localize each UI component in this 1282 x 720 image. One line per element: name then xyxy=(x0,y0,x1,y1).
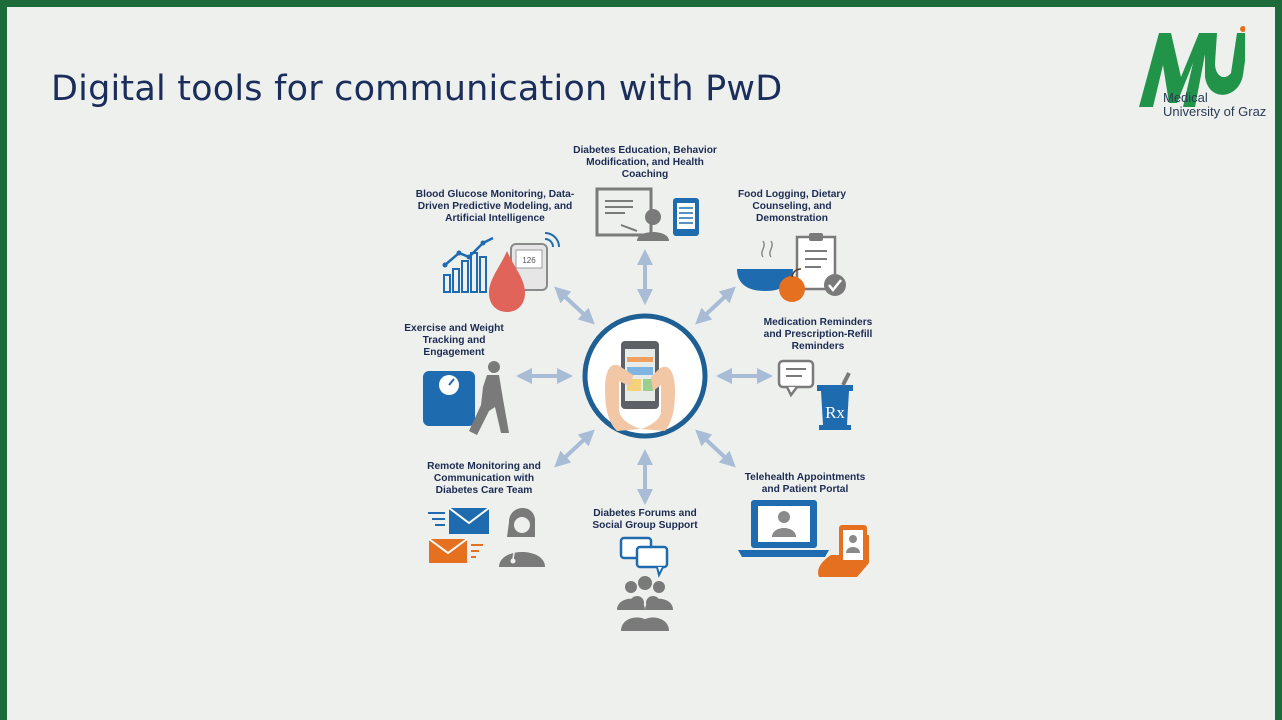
meter-value: 126 xyxy=(522,256,536,265)
mu-logo-icon xyxy=(1139,26,1245,107)
slide-title: Digital tools for communication with PwD xyxy=(51,69,783,109)
pharmacy-rx-icon: Rx xyxy=(777,359,853,430)
tools-diagram: 126 xyxy=(7,7,1275,720)
rx-text: Rx xyxy=(825,403,845,422)
food-clipboard-icon xyxy=(737,233,846,302)
mail-nurse-icon xyxy=(428,507,545,567)
arrow-glucose xyxy=(554,286,595,325)
node-label-food: Food Logging, Dietary Counseling, and De… xyxy=(737,189,847,224)
node-label-education: Diabetes Education, Behavior Modificatio… xyxy=(573,145,717,180)
diagram-graphics: 126 xyxy=(423,187,869,631)
node-label-glucose: Blood Glucose Monitoring, Data-Driven Pr… xyxy=(415,189,575,224)
node-label-forums: Diabetes Forums and Social Group Support xyxy=(592,508,698,531)
connector-arrows xyxy=(516,249,773,505)
logo-text-line1: Medical xyxy=(1163,90,1208,105)
laptop-phone-icon xyxy=(738,500,869,577)
arrow-remote xyxy=(554,429,595,468)
smartphone-hands-icon xyxy=(582,313,708,439)
node-label-remote: Remote Monitoring and Communication with… xyxy=(427,461,541,496)
teacher-board-icon xyxy=(595,187,699,241)
slide: Digital tools for communication with PwD… xyxy=(7,7,1275,720)
logo-text-line2: University of Graz xyxy=(1163,104,1267,119)
node-label-exercise: Exercise and Weight Tracking and Engagem… xyxy=(404,323,504,358)
arrow-food xyxy=(695,286,736,325)
arrow-telehealth xyxy=(695,429,736,468)
node-label-telehealth: Telehealth Appointments and Patient Port… xyxy=(744,472,866,495)
glucose-chart-icon: 126 xyxy=(442,232,560,312)
scale-walker-icon xyxy=(423,361,509,435)
group-chat-icon xyxy=(617,536,673,631)
university-logo: Medical University of Graz xyxy=(1125,15,1275,125)
node-label-medication: Medication Reminders and Prescription-Re… xyxy=(763,317,873,352)
